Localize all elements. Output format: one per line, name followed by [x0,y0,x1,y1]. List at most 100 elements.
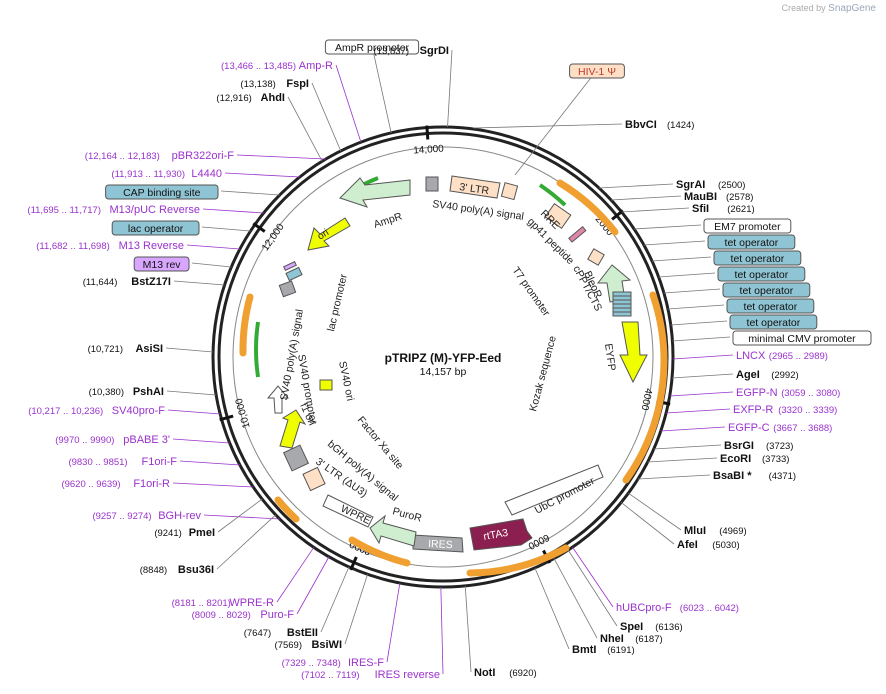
feature-3ltr-du3[interactable] [302,466,326,492]
r-label-7[interactable]: tet operator [717,266,806,282]
r-label-26[interactable]: NotI(6920) [474,667,537,679]
l-label-18[interactable]: F1ori-F(9830 .. 9851) [68,456,177,468]
leader-line [186,244,240,250]
feature-gp41[interactable] [568,225,587,243]
r-label-15[interactable]: EXFP-R(3320 .. 3339) [733,404,837,416]
l-label-9[interactable]: M13/pUC Reverse(11,695 .. 11,717) [27,204,200,216]
r-label-10[interactable]: tet operator [729,314,818,330]
r-label-21[interactable]: AfeI(5030) [677,539,740,551]
label-pos: (4969) [719,526,746,537]
l-label-14[interactable]: AsiSI(10,721) [88,343,163,355]
l-label-11[interactable]: M13 Reverse(11,682 .. 11,698) [36,240,184,252]
l-label-10[interactable]: lac operator [111,220,200,236]
label-name: tet operator [731,253,785,265]
r-label-8[interactable]: tet operator [722,282,811,298]
l-label-2[interactable]: HIV-1 Ψ [569,63,625,79]
feature-ori[interactable] [307,217,351,251]
feature-rre[interactable] [544,203,572,229]
l-label-23[interactable]: WPRE-R(8181 .. 8201) [172,597,274,609]
feature-3ltr[interactable] [449,175,501,199]
label-pos: (11,682 .. 11,698) [36,241,110,252]
l-label-20[interactable]: BGH-rev(9257 .. 9274) [92,510,201,522]
r-label-3[interactable]: SfiI(2621) [692,203,755,215]
r-label-17[interactable]: BsrGI(3723) [724,440,793,452]
label-name: Puro-F [260,609,294,621]
l-label-22[interactable]: Bsu36I(8848) [140,564,214,576]
r-label-14[interactable]: EGFP-N(3059 .. 3080) [736,387,840,399]
label-pos: (12,164 .. 12,183) [85,151,160,162]
l-label-6[interactable]: pBR322ori-F(12,164 .. 12,183) [85,150,234,162]
l-label-25[interactable]: BstEII(7647) [244,627,318,639]
feature-arc-2kb[interactable] [556,179,619,236]
r-label-9[interactable]: tet operator [726,298,815,314]
l-label-16[interactable]: SV40pro-F(10,217 .. 10,236) [28,405,165,417]
r-label-20[interactable]: MluI(4969) [684,525,747,537]
l-label-8[interactable]: CAP binding site [105,184,219,200]
feature-ltr-small[interactable] [500,182,519,201]
l-label-24[interactable]: Puro-F(8009 .. 8029) [192,609,295,621]
leader-line [217,498,263,533]
feature-bgh[interactable] [282,444,310,472]
r-label-18[interactable]: EcoRI(3733) [720,453,789,465]
l-label-17[interactable]: pBABE 3'(9970 .. 9990) [55,434,170,446]
l-label-4[interactable]: FspI(13,138) [240,78,309,90]
feature-arc-10kb[interactable] [239,293,254,357]
l-label-28[interactable]: IRES reverse(7102 .. 7119) [301,669,440,681]
r-label-1[interactable]: SgrAI(2500) [676,179,745,191]
r-label-2[interactable]: MauBI(2578) [684,191,753,203]
label-name: MauBI [684,191,717,203]
feature-arc-6kb[interactable] [466,544,570,577]
r-label-25[interactable]: BmtI(6191) [572,644,635,656]
r-label-16[interactable]: EGFP-C(3667 .. 3688) [728,422,832,434]
l-label-0[interactable]: AmpR promoter [324,39,420,55]
feature-arc-8kb[interactable] [348,536,411,567]
leader-line [311,82,342,152]
feature-ampr[interactable] [339,177,411,208]
feature-arc-eyfp-region[interactable] [622,291,668,484]
r-label-4[interactable]: EM7 promoter [703,218,792,234]
label-name: Amp-R [299,60,333,72]
l-label-27[interactable]: IRES-F(7329 .. 7348) [282,657,385,669]
l-label-21[interactable]: PmeI(9241) [154,527,215,539]
feature-arc-left-green[interactable] [254,321,260,378]
feature-rtta3[interactable] [469,518,533,551]
l-label-3[interactable]: Amp-R(13,466 .. 13,485) [221,60,333,72]
r-label-0[interactable]: BbvCI(1424) [625,119,694,131]
feature-arc-green[interactable] [538,183,567,207]
r-label-13[interactable]: AgeI(2992) [736,369,799,381]
l-label-1[interactable]: SgrDI(13,837) [374,45,449,57]
r-label-11[interactable]: minimal CMV promoter [732,330,872,346]
label-name: LNCX [736,350,766,362]
r-label-24[interactable]: NheI(6187) [600,633,663,645]
feature-puror[interactable] [369,514,417,547]
feature-arc-9kb[interactable] [274,496,300,523]
feature-cppt[interactable] [587,248,605,266]
label-pos: (13,837) [374,46,409,57]
r-label-5[interactable]: tet operator [707,234,796,250]
l-label-26[interactable]: BsiWI(7569) [275,639,342,651]
r-label-12[interactable]: LNCX(2965 .. 2989) [736,350,828,362]
feature-wpre[interactable] [322,494,374,528]
r-label-23[interactable]: SpeI(6136) [620,621,683,633]
l-label-5[interactable]: AhdI(12,916) [216,92,285,104]
l-label-7[interactable]: L4440(11,913 .. 11,930) [111,168,222,180]
feature-amp-promoter[interactable] [425,176,439,192]
l-label-12[interactable]: M13 rev [133,256,190,272]
l-label-13[interactable]: BstZ17I(11,644) [83,276,171,288]
label-sv40polya: SV40 poly(A) signal [432,198,525,223]
feature-f1ori[interactable] [279,409,307,449]
r-label-6[interactable]: tet operator [713,250,802,266]
l-label-19[interactable]: F1ori-R(9620 .. 9639) [61,478,170,490]
label-name: FspI [286,78,309,90]
leader-line [660,426,726,432]
feature-ubc[interactable] [504,464,604,516]
l-label-15[interactable]: PshAI(10,380) [89,386,164,398]
label-lacpro: lac promoter [325,272,350,332]
feature-sv40ori[interactable] [319,379,333,391]
r-label-22[interactable]: hUBCpro-F(6023 .. 6042) [616,602,739,614]
r-label-19[interactable]: BsaBI *(4371) [713,470,796,482]
feature-lac-promoter[interactable] [278,280,297,298]
feature-sv40-promoter[interactable] [266,385,290,414]
feature-eyfp[interactable] [619,321,648,384]
label-name: L4440 [191,168,222,180]
